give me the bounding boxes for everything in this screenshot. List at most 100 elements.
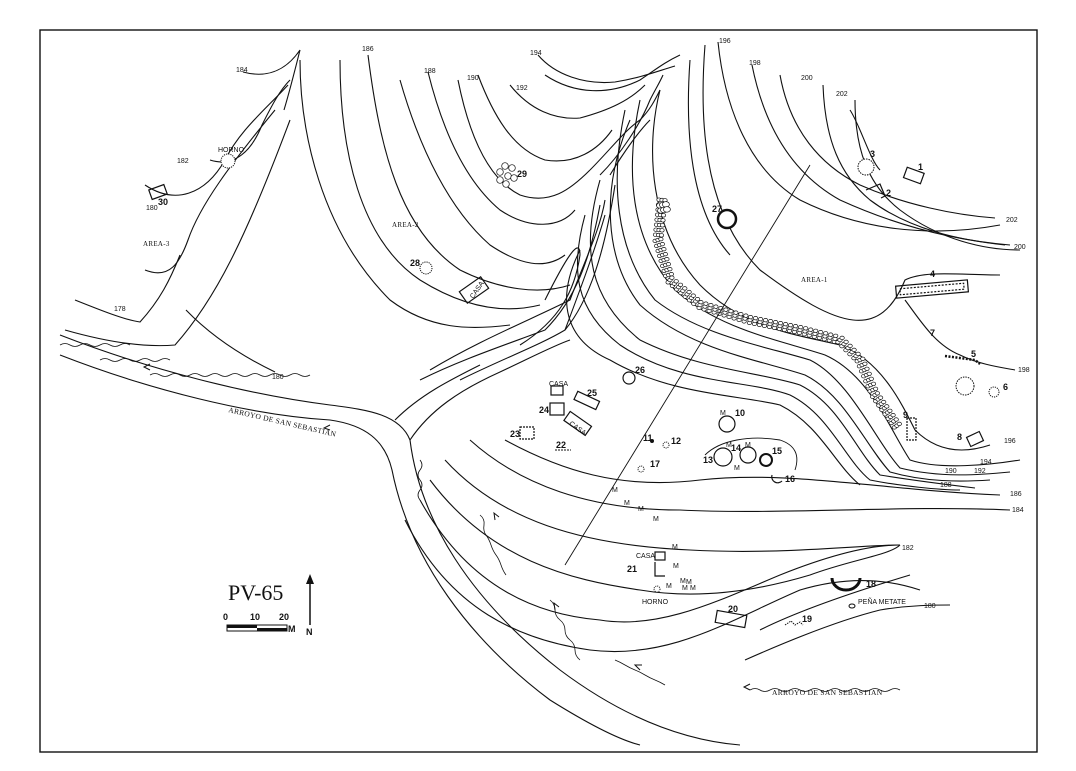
feature-label-13: 13 — [703, 455, 713, 465]
contour-label: 178 — [114, 306, 126, 313]
contour-label: 202 — [1006, 217, 1018, 224]
feature-label-24: 24 — [539, 405, 549, 415]
stone — [862, 361, 868, 366]
feature-label-28: 28 — [410, 258, 420, 268]
stone — [659, 228, 665, 233]
river — [59, 334, 901, 746]
stone — [713, 304, 719, 309]
legend: PV-65 0 10 20 M N — [223, 574, 314, 637]
m-marker: M — [682, 585, 688, 592]
casa-1-label: CASA — [549, 381, 568, 388]
stone — [510, 174, 518, 182]
stone — [665, 261, 671, 267]
stone — [778, 320, 784, 326]
stone — [860, 356, 866, 361]
feature-label-27: 27 — [712, 204, 722, 214]
contour-label: 180 — [924, 603, 936, 610]
north-label: N — [306, 627, 313, 637]
stone — [808, 327, 814, 332]
contour-label: 182 — [902, 545, 914, 552]
horno-2-label: HORNO — [642, 599, 669, 606]
stone — [833, 333, 839, 338]
feature-label-19: 19 — [802, 614, 812, 624]
stone — [847, 343, 853, 349]
contour-label: 194 — [980, 459, 992, 466]
structure-2 — [865, 183, 886, 199]
river-label-1: ARROYO DE SAN SEBASTIAN — [228, 405, 338, 439]
m-marker: M — [680, 578, 686, 585]
contour-label: 196 — [719, 38, 731, 45]
casa-4-label: CASA — [567, 420, 587, 437]
stone — [496, 168, 504, 176]
m-marker: M — [686, 579, 692, 586]
north-arrow-head — [306, 574, 314, 584]
stone — [763, 317, 769, 323]
stone — [896, 421, 902, 427]
transect-line — [564, 164, 811, 566]
contour-label: 196 — [1004, 438, 1016, 445]
stone — [793, 323, 799, 329]
contour-label: 184 — [236, 67, 248, 74]
area-3-label: AREA-3 — [143, 240, 170, 248]
stone — [855, 351, 861, 357]
stone — [783, 321, 789, 327]
stone — [501, 162, 509, 170]
stone — [878, 395, 884, 400]
contour-labels: 184 186 188 190 192 194 196 198 200 202 … — [114, 38, 1030, 610]
structure-26 — [622, 371, 636, 385]
structure-4 — [894, 279, 970, 299]
stone — [748, 314, 754, 320]
area-2-label: AREA-2 — [392, 221, 419, 229]
stone — [758, 316, 764, 322]
m-marker: M — [726, 442, 732, 449]
stone — [773, 319, 779, 325]
contour-label: 190 — [945, 468, 957, 475]
scale-tick-20: 20 — [279, 612, 289, 622]
contour-label: 192 — [516, 85, 528, 92]
contour-label: 180 — [146, 205, 158, 212]
contour-label: 180 — [272, 374, 284, 381]
feature-label-29: 29 — [517, 169, 527, 179]
feature-label-12: 12 — [671, 436, 681, 446]
stone — [496, 176, 504, 184]
feature-label-10: 10 — [735, 408, 745, 418]
structure-10 — [718, 415, 736, 433]
feature-label-18: 18 — [866, 579, 876, 589]
structure-8 — [965, 430, 985, 448]
contour-label: 200 — [801, 75, 813, 82]
stone — [682, 286, 688, 291]
structure-21 — [654, 562, 665, 577]
stone — [798, 324, 804, 330]
feature-label-5: 5 — [971, 349, 976, 359]
contour-label: 190 — [467, 75, 479, 82]
feature-label-4: 4 — [930, 269, 935, 279]
structure-7 — [955, 376, 975, 396]
scale-tick-10: 10 — [250, 612, 260, 622]
contour-label: 186 — [362, 46, 374, 53]
stone — [695, 296, 701, 302]
scale-unit: M — [288, 624, 296, 634]
feature-label-8: 8 — [957, 432, 962, 442]
stone — [864, 366, 870, 371]
m-marker: M — [734, 465, 740, 472]
stone — [868, 376, 874, 381]
stone — [508, 164, 516, 172]
structure-9 — [906, 417, 917, 441]
area-1-label: AREA-1 — [801, 276, 828, 284]
feature-label-9: 9 — [903, 410, 908, 420]
feature-label-30: 30 — [158, 197, 168, 207]
m-marker: M — [653, 516, 659, 523]
structure-6 — [988, 386, 1000, 398]
stone — [668, 271, 674, 277]
structure-19 — [784, 620, 804, 626]
structure-17 — [637, 465, 645, 473]
m-marker: M — [690, 585, 696, 592]
stone — [884, 404, 890, 409]
stone — [818, 329, 824, 335]
stone — [873, 386, 879, 391]
contour-lines-east — [404, 41, 1021, 661]
stone — [660, 213, 667, 218]
feature-label-15: 15 — [772, 446, 782, 456]
pena-metate-symbol — [848, 603, 856, 609]
